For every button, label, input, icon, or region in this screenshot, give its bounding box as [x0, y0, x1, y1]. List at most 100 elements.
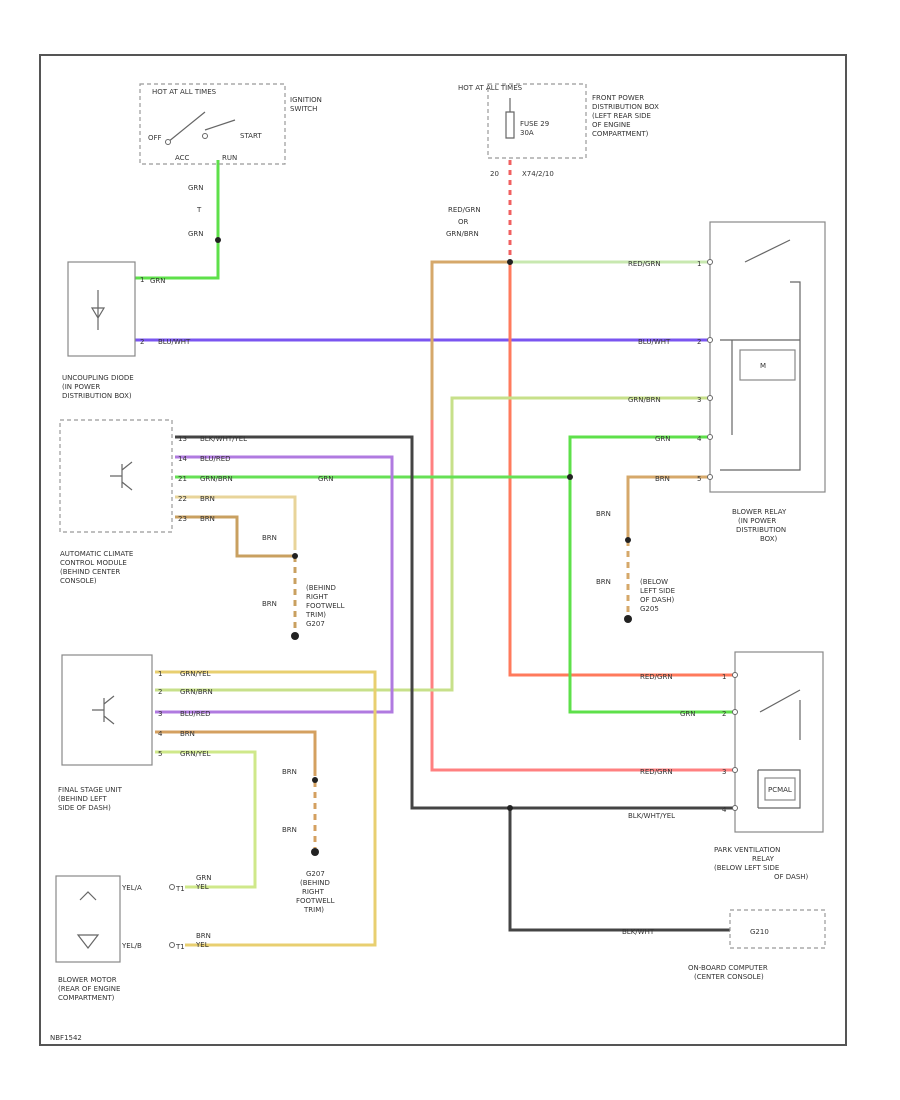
br-pin-2 — [707, 337, 713, 343]
final-stage-icon — [92, 695, 115, 725]
park-vent-relay-box — [734, 651, 824, 833]
wire-blu-red-climate — [155, 455, 394, 714]
blower-relay-coil-label: M — [760, 362, 766, 370]
wire-label-blk-wht-yel-pv: BLK/WHT/YEL — [628, 812, 675, 820]
diagram-code: NBF1542 — [50, 1034, 82, 1042]
wire-label-grn-cl: GRN — [318, 475, 334, 483]
pv-pin-1-label: 1 — [722, 673, 726, 681]
wire-label-brn-g4: BRN — [282, 826, 297, 834]
wire-brn-relay — [626, 475, 710, 540]
wire-blk-climate — [175, 435, 735, 810]
blower-relay-box — [709, 221, 826, 493]
diagram-frame — [39, 54, 847, 1046]
wire-label-grn-br: GRN — [655, 435, 671, 443]
pin-label-ign: T — [196, 206, 202, 214]
wire-brn-yel-climate — [175, 495, 297, 550]
wire-label-brn-l2: BRN — [596, 578, 611, 586]
wire-red-left — [430, 420, 735, 772]
wire-label-grn-1: GRN — [188, 184, 204, 192]
fs-pin-2: 2 — [158, 688, 162, 696]
splice-ignition — [215, 237, 221, 243]
blower-motor-box — [55, 875, 121, 963]
splice-fuse — [507, 259, 513, 265]
pv-pin-4 — [732, 805, 738, 811]
onboard-computer-box — [729, 909, 826, 949]
wire-label-blu-wht: BLU/WHT — [158, 338, 191, 346]
cl-pin-3: 21 — [178, 475, 187, 483]
ignition-acc-label: ACC — [175, 154, 190, 162]
fs-pin-5: 5 — [158, 750, 162, 758]
wire-label-blk-wht-yel: BLK/WHT/YEL — [200, 435, 247, 443]
wire-label-brn-g2: BRN — [262, 600, 277, 608]
wire-label-yel-a: YEL/A — [121, 884, 142, 892]
wire-tan-left — [430, 260, 510, 420]
cl-pin-5: 23 — [178, 515, 187, 523]
ignition-contacts — [167, 111, 236, 143]
ignition-pin-run — [202, 133, 208, 139]
fuse-hot-label: HOT AT ALL TIMES — [458, 84, 523, 92]
wire-label-brn-g3: BRN — [282, 768, 297, 776]
bm-pin-2-label: T1 — [175, 943, 185, 951]
ignition-off-label: OFF — [148, 134, 162, 142]
wire-label-brn-br: BRN — [655, 475, 670, 483]
wire-label-grn-yel-fs: GRN/YEL — [180, 670, 211, 678]
ignition-run-label: RUN — [222, 154, 237, 162]
wire-fs-5 — [155, 750, 257, 889]
wire-label-grn-yel-fs2: GRN/YEL — [180, 750, 211, 758]
cl-pin-2: 14 — [178, 455, 187, 463]
ground-g205 — [624, 615, 632, 623]
wire-label-blu-red: BLU/RED — [200, 455, 231, 463]
ground-g207-a — [291, 632, 299, 640]
wire-label-grn-unc: GRN — [150, 277, 166, 285]
splice-brn-left — [625, 537, 631, 543]
wire-label-red-grn-pv: RED/GRN — [640, 673, 673, 681]
climate-module-box — [59, 419, 173, 533]
fuse-pin-b: X74/2/10 — [522, 170, 554, 178]
wire-label-yel-b: YEL/B — [121, 942, 142, 950]
br-pin-5 — [707, 474, 713, 480]
pin-unc-1: 1 — [140, 276, 144, 284]
park-vent-coil-label: PCMAL — [768, 786, 792, 794]
pin-unc-2: 2 — [140, 338, 144, 346]
pv-pin-3-label: 3 — [722, 768, 726, 776]
splice-fs-brn — [312, 777, 318, 783]
ignition-hot-label: HOT AT ALL TIMES — [152, 88, 217, 96]
splice-brn — [292, 553, 298, 559]
ignition-start-label: START — [240, 132, 262, 140]
wire-label-grn-brn-fs: GRN/BRN — [180, 688, 213, 696]
climate-transistor-icon — [110, 461, 133, 491]
fuse-box — [487, 83, 587, 159]
cl-pin-4: 22 — [178, 495, 187, 503]
pv-pin-2-label: 2 — [722, 710, 726, 718]
ignition-pin-off — [165, 139, 171, 145]
pv-pin-1 — [732, 672, 738, 678]
uncoupling-diode-box — [67, 261, 136, 357]
ground-g207-b — [311, 848, 319, 856]
wire-blk-onboard — [508, 808, 730, 932]
wire-label-brn-fs: BRN — [180, 730, 195, 738]
wire-label-brn-cl: BRN — [200, 495, 215, 503]
ignition-switch-box — [139, 83, 286, 165]
wire-label-grn-pv: GRN — [680, 710, 696, 718]
fuse-symbol — [505, 98, 515, 139]
blower-relay-coil — [739, 349, 796, 381]
bm-pin-1 — [169, 884, 175, 890]
wire-label-brn-l1: BRN — [596, 510, 611, 518]
wire-brn-climate — [175, 515, 295, 558]
wire-label-red-grn-pv2: RED/GRN — [640, 768, 673, 776]
br-pin-1-label: 1 — [697, 260, 701, 268]
